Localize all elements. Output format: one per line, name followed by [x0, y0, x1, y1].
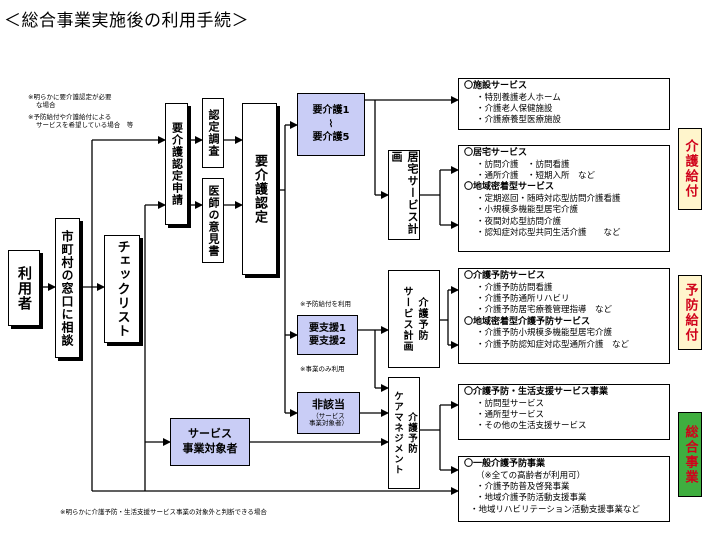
service-target-box: サービス 事業対象者	[170, 418, 250, 466]
cert-survey-box: 認定調査	[202, 98, 224, 168]
note-project-only: ※事業のみ利用	[300, 365, 345, 373]
prevention-plan-box: 介護予防 サービス計画	[388, 270, 440, 368]
general-prevention-project-box: 〇一般介護予防事業 （※全ての高齢者が利用可） ・介護予防普及啓発事業 ・地域介…	[458, 456, 670, 522]
support-level-box: 要支援1 要支援2	[297, 315, 358, 355]
not-applicable-box: 非該当 （サービス 事業対象者）	[297, 392, 360, 434]
facility-services-box: 〇施設サービス ・特別養護老人ホーム ・介護老人保健施設 ・介護療養型医療施設	[458, 78, 670, 130]
life-support-project-box: 〇介護予防・生活支援サービス事業 ・訪問型サービス ・通所型サービス ・その他の…	[458, 384, 670, 440]
care-benefit-tag: 介護給付	[678, 128, 702, 210]
note-prevention-benefit: ※予防給付を利用	[300, 300, 351, 308]
home-services-box: 〇居宅サービス ・訪問介護 ・訪問看護 ・通所介護 ・短期入所 など 〇地域密着…	[458, 145, 670, 252]
checklist-box: チェックリスト	[104, 235, 140, 343]
note-care-needed: ※明らかに要介護認定が必要 な場合	[28, 93, 112, 110]
note-benefit-wish: ※予防給付や介護給付による サービスを希望している場合 等	[28, 113, 134, 130]
user-box: 利用者	[8, 250, 40, 326]
prevention-care-management-box: 介護予防 ケアマネジメント	[388, 377, 420, 489]
prevention-benefit-tag: 予防給付	[678, 275, 702, 350]
note-out-of-scope: ※明らかに介護予防・生活支援サービス事業の対象外と判断できる場合	[60, 508, 267, 516]
page-title: ＜総合事業実施後の利用手続＞	[4, 11, 249, 31]
care-application-box: 要介護認定申請	[165, 103, 188, 225]
municipal-window-box: 市町村の窓口に相談	[55, 218, 80, 358]
comprehensive-project-tag: 総合事業	[678, 412, 702, 497]
home-service-plan-box: 居宅サービス計画	[388, 150, 420, 240]
prevention-services-box: 〇介護予防サービス ・介護予防訪問看護 ・介護予防通所リハビリ ・介護予防居宅療…	[458, 268, 670, 364]
doctor-opinion-box: 医師の意見書	[202, 178, 224, 263]
care-certification-box: 要介護認定	[242, 103, 277, 275]
care-level-box: 要介護1 ⌇ 要介護5	[297, 93, 365, 156]
